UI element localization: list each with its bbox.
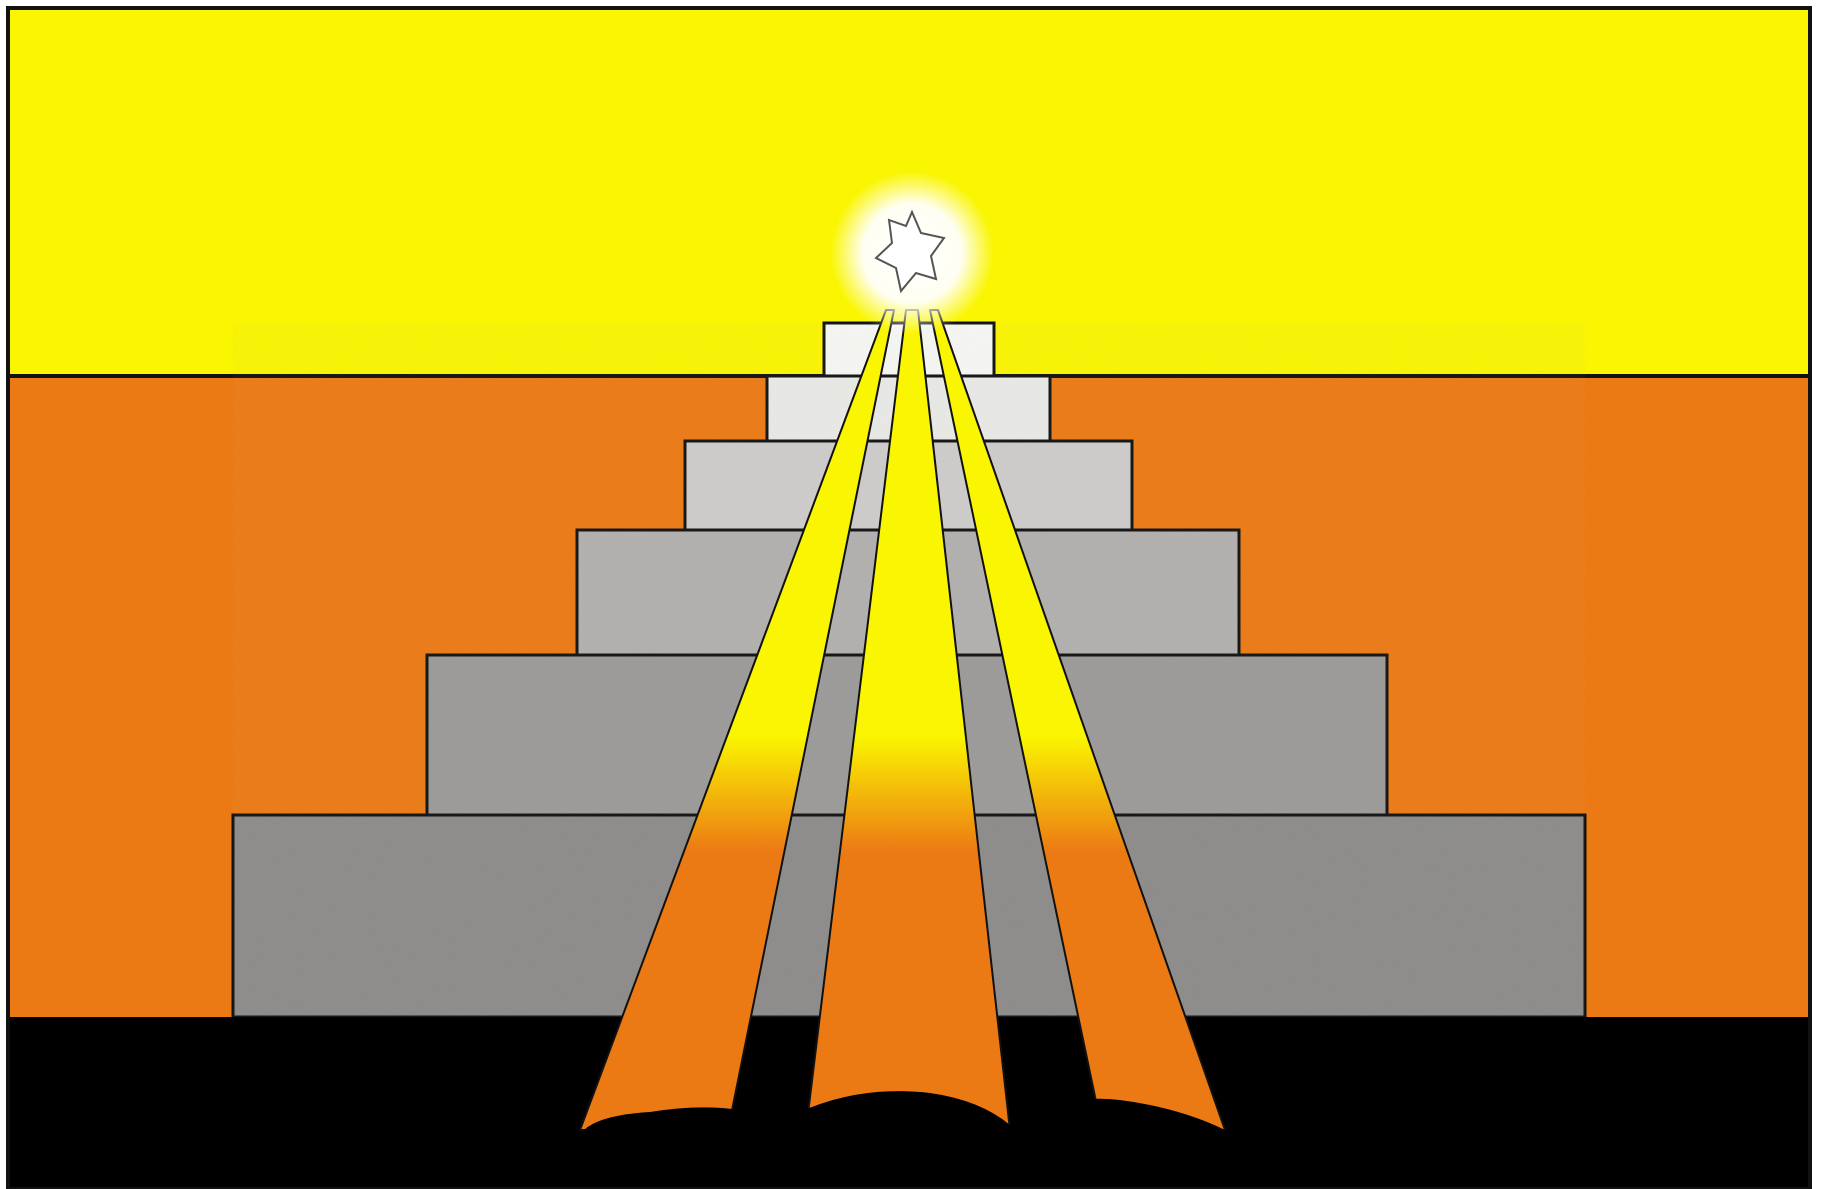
ziggurat-artwork — [0, 0, 1824, 1189]
